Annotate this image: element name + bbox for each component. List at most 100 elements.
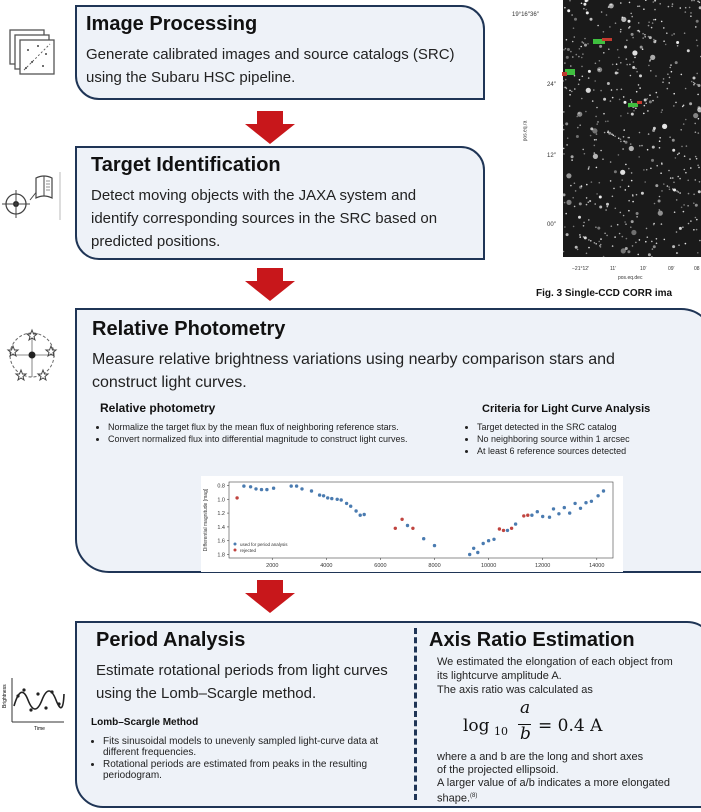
sky-star	[688, 6, 691, 9]
sky-star	[680, 129, 682, 131]
data-point	[265, 487, 269, 492]
sky-star	[620, 88, 623, 91]
data-point	[557, 512, 561, 516]
sky-star	[571, 40, 574, 43]
sky-star	[643, 169, 645, 171]
data-point	[589, 499, 594, 503]
sky-star	[565, 122, 569, 126]
sky-star	[575, 135, 579, 138]
lomb-scargle-bullet: Fits sinusoidal models to unevenly sampl…	[103, 736, 408, 758]
sky-star	[585, 87, 591, 93]
sky-star	[695, 39, 698, 41]
data-point	[271, 486, 276, 490]
data-point	[358, 513, 362, 517]
x-tick-label: 8000	[428, 563, 440, 569]
sky-star	[636, 216, 638, 218]
sky-star	[670, 70, 673, 73]
sky-star	[654, 18, 657, 21]
sky-star	[652, 245, 656, 249]
sky-star	[693, 202, 695, 204]
sky-star	[579, 236, 581, 238]
sky-star	[672, 177, 674, 179]
sky-star	[621, 235, 624, 238]
sky-star	[623, 100, 627, 104]
sky-star	[639, 145, 641, 147]
sky-star	[650, 167, 652, 170]
sky-star	[605, 14, 608, 16]
sky-star	[684, 242, 687, 245]
relative-photometry-text-2: construct light curves.	[92, 374, 247, 391]
sky-star	[651, 256, 653, 258]
data-point	[294, 484, 299, 488]
sky-star	[687, 179, 689, 182]
data-point	[354, 509, 358, 513]
sky-star	[599, 205, 603, 209]
sky-star	[629, 143, 632, 145]
sky-star	[658, 195, 661, 198]
sky-star	[595, 115, 597, 118]
sky-star	[583, 221, 585, 224]
sky-star	[643, 104, 646, 107]
data-point	[578, 506, 583, 510]
sky-star	[650, 70, 652, 72]
sky-star	[628, 145, 634, 152]
data-point	[522, 514, 526, 518]
comparison-stars-icon	[6, 328, 58, 382]
sky-star	[598, 240, 600, 243]
sky-star	[563, 201, 566, 204]
sky-star	[629, 74, 632, 77]
sky-star	[682, 104, 685, 107]
sky-star	[693, 193, 695, 196]
sky-star	[653, 38, 655, 41]
sky-star	[676, 41, 680, 44]
sky-star	[569, 94, 571, 96]
sky-star	[624, 221, 626, 223]
sky-star	[582, 148, 584, 151]
sky-star	[589, 134, 592, 137]
sky-star	[692, 81, 695, 84]
sky-star	[590, 240, 592, 242]
target-identification-text-3: predicted positions.	[91, 233, 221, 250]
sky-star	[637, 22, 640, 24]
sky-star	[579, 124, 581, 126]
sky-star	[610, 89, 613, 91]
sky-star	[619, 31, 622, 33]
data-point	[248, 485, 253, 489]
sky-star	[624, 247, 628, 250]
fig3-ylabel: pos.eq.ra	[522, 120, 529, 142]
sky-star	[609, 100, 612, 102]
sky-star	[672, 189, 675, 191]
sky-star	[578, 79, 581, 81]
sky-star	[637, 5, 639, 8]
lomb-scargle-bullets: Fits sinusoidal models to unevenly sampl…	[91, 736, 408, 782]
sky-star	[635, 90, 638, 93]
sky-star	[599, 44, 603, 48]
sky-star	[679, 177, 681, 180]
sky-star	[672, 148, 676, 152]
data-point	[405, 523, 410, 528]
sky-star	[657, 210, 663, 216]
down-arrow-1	[245, 111, 295, 145]
data-point	[481, 541, 485, 546]
sky-star	[647, 253, 651, 257]
sky-star	[614, 236, 616, 238]
sky-star	[618, 98, 621, 101]
sky-star	[697, 84, 701, 87]
sky-star	[564, 62, 566, 64]
fig3-xticks: −21°12′ 11′ 10′ 09′ 08	[572, 266, 701, 275]
sky-star	[576, 248, 579, 251]
sky-star	[696, 83, 698, 86]
sky-star	[580, 45, 582, 48]
sky-star	[654, 8, 656, 11]
sky-star	[624, 45, 628, 49]
sky-star	[614, 71, 618, 75]
sky-star	[584, 0, 588, 3]
sky-star	[622, 96, 625, 98]
sky-star	[697, 0, 699, 3]
sky-star	[572, 196, 574, 199]
sky-star	[603, 52, 605, 54]
data-point	[254, 487, 258, 491]
sky-star	[594, 80, 596, 82]
data-point	[501, 528, 506, 533]
sky-star	[602, 255, 605, 258]
